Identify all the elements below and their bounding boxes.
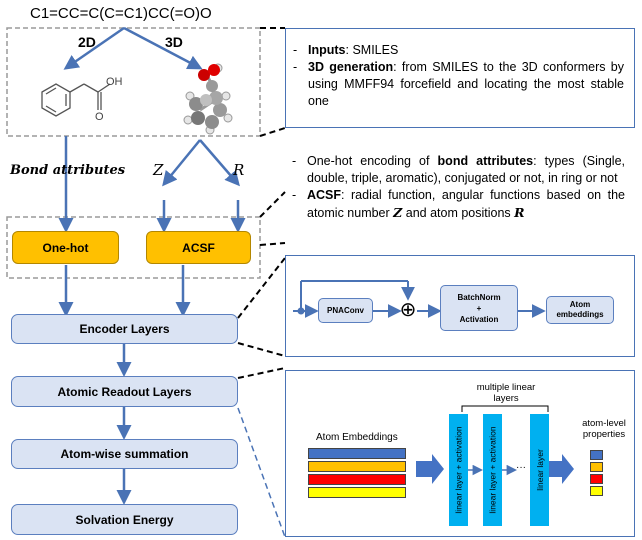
multiple-layers-label: multiple linear layers [476, 382, 536, 404]
encoder-detail-box [285, 255, 635, 357]
output-cell-red [590, 474, 603, 484]
oh-label: OH [106, 76, 123, 88]
linear-layer-1-label: linear layer + activation [453, 426, 464, 514]
readout-connector [237, 407, 286, 538]
molecule-3d [183, 63, 233, 135]
activation-label: Activation [459, 314, 499, 324]
output-cell-orange [590, 462, 603, 472]
smiles-string: C1=CC=C(C=C1)CC(=O)O [30, 5, 212, 22]
dashed-connectors [237, 27, 286, 379]
o-label: O [95, 111, 104, 123]
split-arrows [63, 26, 203, 70]
layers-bracket [461, 405, 549, 412]
plus-sign-label: + [476, 303, 482, 313]
inputs-info-box: Inputs: SMILES 3D generation: from SMILE… [285, 28, 635, 128]
acsf-item: -ACSF: radial function, angular function… [292, 188, 625, 220]
bond-attributes-label: Bond attributes [10, 163, 126, 178]
z-label: Z [153, 161, 164, 179]
batchnorm-label: BatchNorm [457, 292, 501, 302]
linear-layer-3: linear layer [530, 414, 549, 526]
embedding-row-red [308, 474, 406, 485]
onehot-item: -One-hot encoding of bond attributes: ty… [292, 154, 626, 185]
molecule-2d [41, 83, 111, 117]
embedding-row-orange [308, 461, 406, 472]
molecule-dashed-box [6, 27, 261, 137]
summation-box: Atom-wise summation [11, 439, 238, 469]
linear-layer-2: linear layer + activation [483, 414, 502, 526]
atom-embeddings-box: Atom embeddings [546, 296, 614, 324]
atom-level-properties-label: atom-level properties [582, 418, 626, 440]
batchnorm-box: BatchNorm + Activation [440, 285, 518, 331]
r-label: R [233, 161, 245, 179]
linear-layer-1: linear layer + activation [449, 414, 468, 526]
encoding-dashed-box [6, 216, 261, 279]
encoder-layers-box: Encoder Layers [11, 314, 238, 344]
feature-arrows [58, 136, 246, 505]
3d-generation-item: 3D generation: from SMILES to the 3D con… [288, 59, 624, 110]
output-cell-blue [590, 450, 603, 460]
acsf-box: ACSF [146, 231, 251, 264]
embedding-stack [308, 448, 406, 498]
sum-operator-icon: ⊕ [399, 299, 417, 321]
readout-block-arrows [416, 454, 574, 484]
readout-layers-box: Atomic Readout Layers [11, 376, 238, 407]
linear-layer-3-label: linear layer [534, 449, 545, 491]
inputs-item: Inputs: SMILES [288, 42, 624, 59]
solvation-box: Solvation Energy [11, 504, 238, 535]
encoding-info-box: -One-hot encoding of bond attributes: ty… [285, 153, 635, 243]
output-cell-yellow [590, 486, 603, 496]
output-stack [590, 450, 603, 496]
pnaconv-box: PNAConv [318, 298, 373, 323]
atom-embeddings-input-label: Atom Embeddings [316, 432, 398, 443]
linear-layer-2-label: linear layer + activation [487, 426, 498, 514]
ellipsis-label: ··· [516, 462, 526, 473]
onehot-box: One-hot [12, 231, 119, 264]
embedding-row-yellow [308, 487, 406, 498]
label-3d: 3D [165, 34, 183, 50]
encoder-input-dot [297, 307, 305, 315]
label-2d: 2D [78, 34, 96, 50]
embedding-row-blue [308, 448, 406, 459]
readout-detail-box [285, 370, 635, 537]
